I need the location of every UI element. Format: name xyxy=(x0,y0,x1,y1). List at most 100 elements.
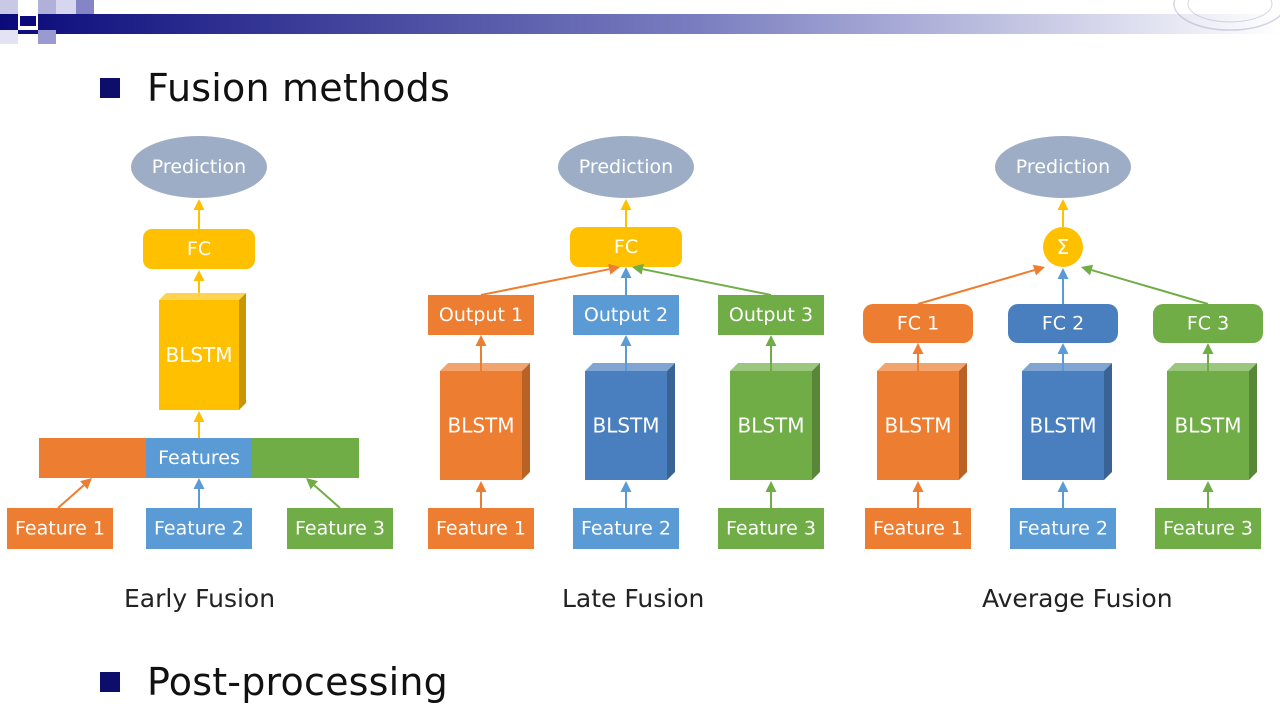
node-label: FC 1 xyxy=(897,313,939,335)
early-fc: FC xyxy=(143,229,255,269)
average-input-feature-2: Feature 2 xyxy=(1010,508,1116,549)
early-input-feature-1: Feature 1 xyxy=(7,508,113,549)
node-label: Feature 1 xyxy=(436,518,526,540)
early-arrow-feature2-head xyxy=(193,478,205,489)
average-fc-2: FC 2 xyxy=(1008,304,1118,343)
average-blstm-3-side-face xyxy=(1249,363,1257,480)
node-label: Feature 3 xyxy=(1163,518,1253,540)
average-arrow-feature3-to-blstm xyxy=(1202,481,1214,508)
average-blstm-3-front-face xyxy=(1167,371,1249,480)
node-label: BLSTM xyxy=(165,343,232,367)
features-segment-blue xyxy=(146,438,252,478)
late-input-feature-2-shape xyxy=(573,508,679,549)
average-arrow-fc1-to-sum xyxy=(917,264,1045,305)
late-output-1: Output 1 xyxy=(428,295,534,335)
late-arrow-output3-to-fc-line xyxy=(642,268,772,296)
node-label: FC 2 xyxy=(1042,313,1084,335)
late-input-feature-2: Feature 2 xyxy=(573,508,679,549)
early-blstm-top-face xyxy=(159,293,246,300)
late-blstm-1: BLSTM xyxy=(440,363,530,480)
bullet-post-processing: Post-processing xyxy=(100,657,448,707)
early-fc-shape xyxy=(143,229,255,269)
average-arrow-blstm3-to-fc xyxy=(1202,343,1214,371)
average-arrow-feature1-to-blstm xyxy=(912,481,924,508)
average-prediction: Prediction xyxy=(995,136,1131,198)
early-prediction: Prediction xyxy=(131,136,267,198)
average-sum-node: Σ xyxy=(1043,227,1083,267)
late-prediction: Prediction xyxy=(558,136,694,198)
average-fc-3-shape xyxy=(1153,304,1263,343)
early-arrow-features-to-blstm xyxy=(193,411,205,438)
node-label: BLSTM xyxy=(592,414,659,438)
late-arrow-blstm3-to-output-head xyxy=(765,335,777,346)
average-input-feature-3-shape xyxy=(1155,508,1261,549)
late-blstm-3: BLSTM xyxy=(730,363,820,480)
average-input-feature-1: Feature 1 xyxy=(865,508,971,549)
average-fc-1-shape xyxy=(863,304,973,343)
bullet-square-icon xyxy=(100,78,120,98)
early-arrow-feature3 xyxy=(306,478,341,509)
average-arrow-fc2-to-sum xyxy=(1057,268,1069,304)
late-arrow-output1-to-fc xyxy=(480,263,620,296)
late-blstm-2-top-face xyxy=(585,363,675,371)
node-label: Prediction xyxy=(152,156,246,178)
average-arrow-blstm2-to-fc xyxy=(1057,343,1069,371)
early-input-feature-2: Feature 2 xyxy=(146,508,252,549)
header-squares-decoration xyxy=(0,0,94,44)
early-arrow-fc-to-prediction-head xyxy=(193,199,205,210)
early-arrow-fc-to-prediction xyxy=(193,199,205,229)
late-arrow-feature3-to-blstm xyxy=(765,481,777,508)
features-segment-green xyxy=(252,438,359,478)
late-arrow-feature2-to-blstm xyxy=(620,481,632,508)
node-label: Prediction xyxy=(1016,156,1110,178)
average-arrow-fc3-to-sum-head xyxy=(1081,264,1094,276)
node-label: Σ xyxy=(1057,235,1070,259)
early-arrow-feature1-line xyxy=(57,484,85,509)
late-arrow-blstm2-to-output xyxy=(620,335,632,371)
late-blstm-2: BLSTM xyxy=(585,363,675,480)
late-arrow-feature2-to-blstm-head xyxy=(620,481,632,492)
late-input-feature-1-shape xyxy=(428,508,534,549)
late-output-3: Output 3 xyxy=(718,295,824,335)
average-arrow-fc1-to-sum-head xyxy=(1032,264,1045,276)
average-blstm-3-top-face xyxy=(1167,363,1257,371)
late-input-feature-3: Feature 3 xyxy=(718,508,824,549)
bullet-text: Fusion methods xyxy=(147,66,450,110)
average-fc-2-shape xyxy=(1008,304,1118,343)
early-arrow-features-to-blstm-head xyxy=(193,411,205,422)
average-prediction-shape xyxy=(995,136,1131,198)
average-blstm-2-side-face xyxy=(1104,363,1112,480)
average-blstm-3: BLSTM xyxy=(1167,363,1257,480)
node-label: Output 3 xyxy=(729,304,813,326)
node-label: Output 1 xyxy=(439,304,523,326)
node-label: BLSTM xyxy=(1174,414,1241,438)
late-input-feature-1: Feature 1 xyxy=(428,508,534,549)
node-label: BLSTM xyxy=(884,414,951,438)
average-arrow-sum-to-prediction-head xyxy=(1057,199,1069,210)
average-arrow-blstm3-to-fc-head xyxy=(1202,343,1214,354)
average-arrow-fc3-to-sum xyxy=(1081,264,1209,305)
early-features-bar: Features xyxy=(39,438,359,478)
average-fc-1: FC 1 xyxy=(863,304,973,343)
node-label: BLSTM xyxy=(737,414,804,438)
late-input-feature-3-shape xyxy=(718,508,824,549)
late-arrow-feature3-to-blstm-head xyxy=(765,481,777,492)
late-output-3-shape xyxy=(718,295,824,335)
late-blstm-1-front-face xyxy=(440,371,522,480)
late-blstm-2-front-face xyxy=(585,371,667,480)
early-input-feature-2-shape xyxy=(146,508,252,549)
average-arrow-fc3-to-sum-line xyxy=(1091,269,1209,305)
average-blstm-2: BLSTM xyxy=(1022,363,1112,480)
late-blstm-3-front-face xyxy=(730,371,812,480)
late-arrow-output1-to-fc-line xyxy=(480,268,610,296)
late-arrow-output2-to-fc xyxy=(620,267,632,295)
early-arrow-feature1-head xyxy=(80,478,92,490)
average-arrow-feature2-to-blstm-head xyxy=(1057,481,1069,492)
late-output-2: Output 2 xyxy=(573,295,679,335)
early-arrow-feature3-head xyxy=(306,478,318,490)
late-output-2-shape xyxy=(573,295,679,335)
average-arrow-fc1-to-sum-line xyxy=(917,269,1035,305)
node-label: Prediction xyxy=(579,156,673,178)
average-arrow-feature1-to-blstm-head xyxy=(912,481,924,492)
